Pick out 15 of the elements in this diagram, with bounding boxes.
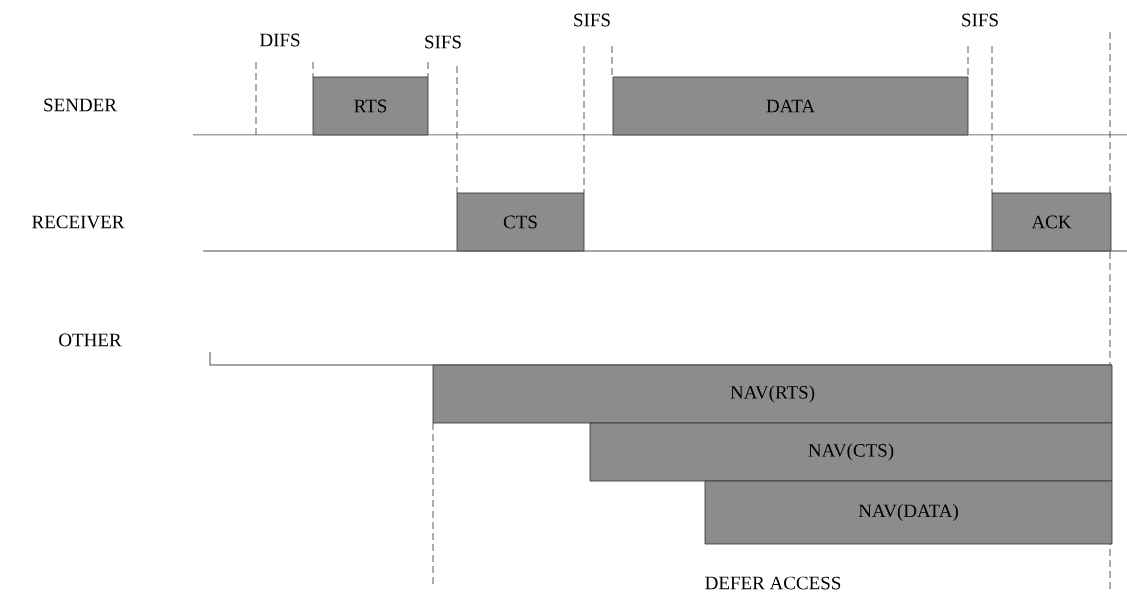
frame-box: NAV(DATA)	[704, 480, 1113, 545]
station-label: OTHER	[59, 333, 122, 347]
interval-label: SIFS	[574, 13, 610, 27]
frame-box: RTS	[312, 76, 429, 136]
frame-box: NAV(RTS)	[432, 364, 1113, 424]
interval-label: SIFS	[425, 35, 461, 49]
frame-box: CTS	[456, 192, 585, 252]
interval-label: SIFS	[962, 13, 998, 27]
station-label: RECEIVER	[32, 215, 125, 229]
period-label: DEFER ACCESS	[705, 576, 841, 590]
frame-box: DATA	[612, 76, 969, 136]
interval-label: DIFS	[259, 33, 300, 47]
station-label: SENDER	[44, 98, 117, 112]
frame-box: ACK	[991, 192, 1112, 252]
frame-box: NAV(CTS)	[589, 422, 1113, 482]
